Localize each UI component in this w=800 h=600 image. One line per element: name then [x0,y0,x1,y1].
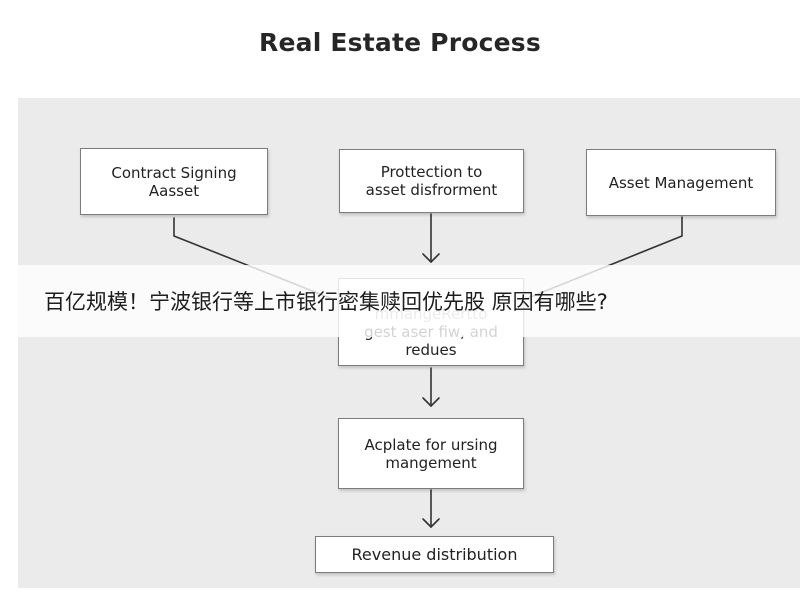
node-protection-line-1: Prottection to [380,163,483,181]
node-contract-signing: Contract Signing Aasset [80,148,268,215]
headline-text[interactable]: 百亿规模！宁波银行等上市银行密集赎回优先股 原因有哪些? [44,290,608,314]
arrowhead-middle-to-acplate [422,397,440,407]
node-protection: Prottection to asset disfrorment [339,149,524,213]
node-asset-management-line-1: Asset Management [608,173,754,192]
node-acplate-line-2: mangement [385,453,477,472]
node-protection-line-2: asset disfrorment [365,181,498,199]
headline-banner[interactable]: 百亿规模！宁波银行等上市银行密集赎回优先股 原因有哪些? [0,265,800,337]
node-contract-line-2: Aasset [148,181,200,200]
node-asset-management: Asset Management [586,149,776,216]
node-middle-line-3: redues [405,341,457,359]
node-acplate-line-1: Acplate for ursing [364,435,498,454]
arrowhead-acplate-to-revenue [422,518,440,528]
node-acplate: Acplate for ursing mangement [338,418,524,489]
node-revenue-line-1: Revenue distribution [351,544,518,564]
node-revenue-distribution: Revenue distribution [315,536,554,573]
node-contract-line-1: Contract Signing [111,163,237,182]
diagram-title: Real Estate Process [259,28,541,57]
arrowhead-protection-to-middle [422,253,440,263]
